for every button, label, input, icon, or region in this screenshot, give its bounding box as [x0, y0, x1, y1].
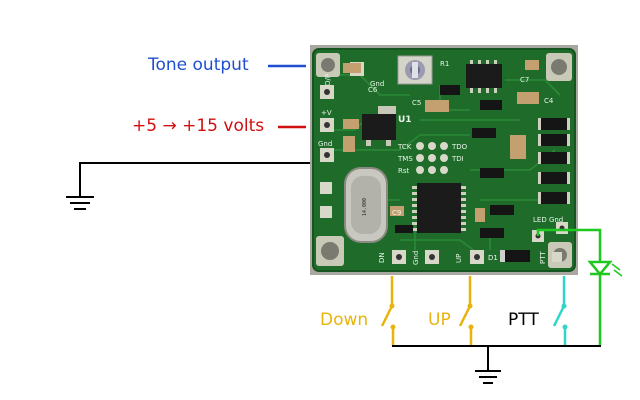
silk-gnd-left: Gnd	[318, 140, 332, 148]
bottom-ground-bus	[392, 345, 601, 370]
silk-led-gnd: LED Gnd	[533, 216, 563, 224]
silk-c9: C9	[392, 209, 401, 217]
silk-tdo: TDO	[451, 143, 468, 151]
left-ground-wire	[79, 162, 310, 196]
silk-c5: C5	[412, 99, 421, 107]
silk-rst: Rst	[398, 167, 410, 175]
down-switch-icon	[380, 276, 396, 346]
silk-dn: DN	[378, 252, 386, 263]
silk-tdi: TDI	[451, 155, 464, 163]
ground-symbol-icon	[66, 196, 94, 210]
opamp-ic	[466, 60, 502, 93]
silk-tms: TMS	[397, 155, 413, 163]
silk-d1: D1	[488, 254, 498, 262]
smd-capacitors	[343, 60, 539, 222]
silkscreen-labels: O/P Gnd C6 R1 C7 C4 C5 U1 +V Gnd TCK TMS…	[318, 60, 563, 265]
crystal-label: 14.000	[362, 198, 368, 216]
crystal: 14.000	[344, 167, 388, 243]
regulator-u1	[362, 106, 396, 146]
supply-voltage-label: +5 → +15 volts	[132, 116, 265, 136]
led-wire	[536, 228, 602, 346]
silk-gnd-bottom: Gnd	[412, 251, 420, 265]
ptt-label: PTT	[508, 310, 539, 330]
silk-r1: R1	[440, 60, 449, 68]
silk-plus-v: +V	[321, 109, 332, 117]
silk-tck: TCK	[397, 143, 412, 151]
diode-d1	[500, 250, 530, 262]
silk-ptt-pad: PTT	[539, 251, 547, 264]
silk-c6: C6	[368, 86, 378, 94]
ptt-switch-icon	[552, 276, 568, 346]
silk-up-pad: UP	[455, 254, 463, 263]
tone-output-label: Tone output	[148, 55, 249, 75]
silk-c4: C4	[544, 97, 554, 105]
jtag-pads	[416, 142, 448, 174]
silk-op: O/P	[324, 74, 332, 86]
silk-c7: C7	[520, 76, 529, 84]
pcb-board: 14.000	[310, 45, 578, 275]
silk-u1: U1	[398, 115, 412, 125]
trimmer-pot	[397, 55, 433, 85]
smd-resistors	[395, 85, 568, 238]
led-icon	[587, 260, 623, 277]
down-label: Down	[320, 310, 369, 330]
up-switch-icon	[458, 276, 474, 346]
main-ic	[412, 183, 466, 233]
silk-gnd-top: Gnd	[370, 80, 384, 88]
up-label: UP	[428, 310, 451, 330]
resistor-end-caps	[538, 118, 570, 204]
ground-symbol-icon	[475, 370, 501, 384]
